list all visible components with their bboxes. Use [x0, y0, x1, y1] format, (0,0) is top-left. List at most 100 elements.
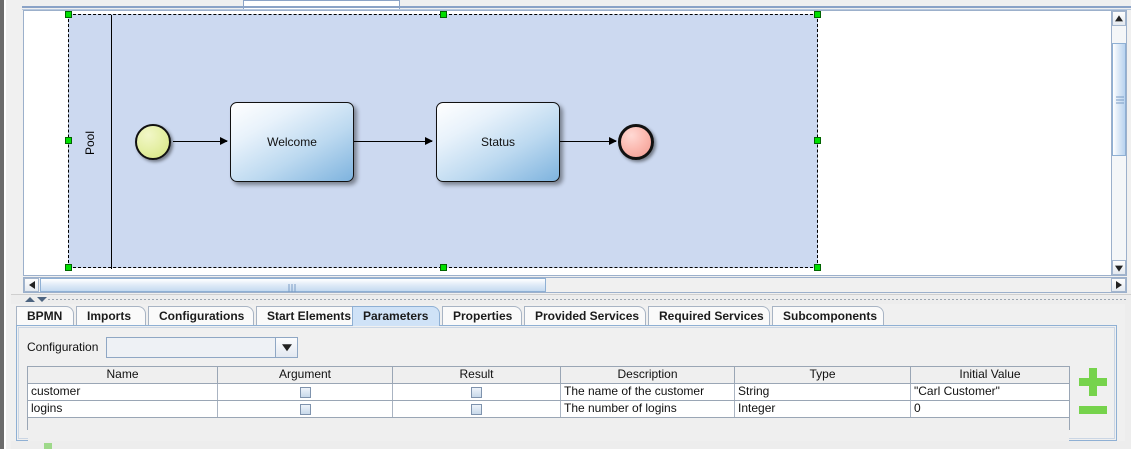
divider-grip-dots	[47, 298, 1127, 301]
editor-top-border-inner	[22, 9, 1131, 10]
bpmn-end-event[interactable]	[618, 124, 654, 160]
selection-handle-bottom-center[interactable]	[440, 264, 447, 271]
column-header-name[interactable]: Name	[28, 367, 218, 383]
configuration-combobox[interactable]	[106, 336, 299, 358]
window-border-gutter	[6, 0, 11, 449]
scroll-right-button[interactable]	[1111, 278, 1126, 292]
cell-result[interactable]	[393, 384, 561, 400]
table-row[interactable]: customer The name of the customer String…	[28, 384, 1069, 401]
configuration-label: Configuration	[27, 340, 99, 354]
tab-required-services[interactable]: Required Services	[648, 306, 770, 326]
selection-handle-bottom-left[interactable]	[65, 264, 72, 271]
tab-bpmn[interactable]: BPMN	[16, 306, 74, 326]
collapse-down-icon[interactable]	[37, 297, 47, 302]
collapse-up-icon[interactable]	[25, 297, 35, 302]
configuration-row: Configuration	[27, 336, 299, 358]
argument-checkbox[interactable]	[299, 403, 311, 415]
pool-lane-divider	[111, 15, 112, 269]
scroll-grip-icon-horizontal	[288, 281, 298, 292]
cell-initial-value[interactable]: 0	[914, 401, 921, 415]
cell-type[interactable]: String	[735, 384, 911, 400]
editor-tab-bar[interactable]: BPMN Imports Configurations Start Elemen…	[16, 306, 1116, 326]
configuration-value[interactable]	[107, 337, 276, 357]
split-pane-divider[interactable]	[11, 294, 1131, 304]
bpmn-start-event[interactable]	[135, 124, 171, 160]
tab-required-services-label: Required Services	[659, 309, 764, 323]
cell-initial-value[interactable]: "Carl Customer"	[914, 384, 1000, 398]
parameters-table-header: Name Argument Result Description Type In…	[28, 367, 1069, 384]
tab-imports[interactable]: Imports	[76, 306, 146, 326]
scroll-down-button[interactable]	[1112, 260, 1126, 275]
tab-start-elements[interactable]: Start Elements	[256, 306, 366, 326]
result-checkbox[interactable]	[471, 403, 482, 415]
triangle-left-icon	[28, 281, 35, 289]
editor-tab-stub[interactable]	[243, 0, 400, 9]
cell-type[interactable]: Integer	[735, 401, 911, 417]
cell-description[interactable]: The number of logins	[561, 401, 735, 417]
tab-configurations[interactable]: Configurations	[148, 306, 254, 326]
plus-icon-vertical	[1089, 368, 1097, 396]
column-header-type[interactable]: Type	[735, 367, 911, 383]
diagram-editor-panel: Pool Welcome Status	[11, 0, 1131, 293]
scroll-up-button[interactable]	[1112, 11, 1126, 26]
scroll-grip-icon	[1116, 96, 1124, 103]
canvas-vertical-scrollbar[interactable]	[1111, 10, 1127, 276]
triangle-right-icon	[1115, 281, 1122, 289]
sequence-flow-status-to-end	[560, 137, 617, 145]
status-strip	[11, 441, 1131, 449]
tab-subcomponents-label: Subcomponents	[783, 309, 878, 323]
diagram-canvas[interactable]: Pool Welcome Status	[23, 10, 1117, 276]
triangle-down-icon	[1115, 265, 1123, 272]
add-parameter-button[interactable]	[1079, 368, 1107, 396]
diagram-canvas-surface[interactable]: Pool Welcome Status	[24, 11, 1116, 275]
tab-provided-services-label: Provided Services	[535, 309, 640, 323]
canvas-horizontal-scrollbar[interactable]	[23, 277, 1127, 293]
chevron-down-icon	[281, 344, 292, 352]
tab-parameters[interactable]: Parameters	[352, 306, 440, 326]
selection-handle-middle-right[interactable]	[814, 137, 821, 144]
bpmn-task-welcome[interactable]: Welcome	[230, 102, 354, 182]
status-indicator	[44, 443, 52, 449]
tab-imports-label: Imports	[87, 309, 132, 323]
result-checkbox[interactable]	[471, 386, 482, 398]
parameters-panel-inner: Configuration Name Argument Result Descr…	[18, 327, 1115, 448]
cell-description[interactable]: The name of the customer	[561, 384, 735, 400]
tab-start-elements-label: Start Elements	[267, 309, 352, 323]
scroll-left-button[interactable]	[24, 278, 39, 292]
tab-parameters-label: Parameters	[363, 309, 429, 323]
pool-label: Pool	[83, 130, 97, 156]
argument-checkbox[interactable]	[299, 386, 311, 398]
column-header-initial-value[interactable]: Initial Value	[911, 367, 1069, 383]
column-header-argument[interactable]: Argument	[218, 367, 393, 383]
cell-name[interactable]: logins	[28, 401, 218, 417]
cell-argument[interactable]	[218, 401, 393, 417]
column-header-description[interactable]: Description	[561, 367, 735, 383]
sequence-flow-welcome-to-status	[354, 137, 433, 145]
window-border-left-inner	[4, 0, 6, 449]
tab-properties[interactable]: Properties	[442, 306, 522, 326]
bpmn-task-status[interactable]: Status	[436, 102, 560, 182]
remove-parameter-button[interactable]	[1079, 406, 1107, 414]
selection-handle-middle-left[interactable]	[65, 137, 72, 144]
selection-handle-bottom-right[interactable]	[814, 264, 821, 271]
cell-name[interactable]: customer	[28, 384, 218, 400]
tab-subcomponents[interactable]: Subcomponents	[772, 306, 884, 326]
canvas-horizontal-scroll-thumb[interactable]	[40, 278, 546, 292]
canvas-vertical-scroll-thumb[interactable]	[1112, 43, 1126, 156]
selection-handle-top-right[interactable]	[814, 11, 821, 18]
triangle-up-icon	[1115, 14, 1123, 21]
tab-configurations-label: Configurations	[159, 309, 245, 323]
selection-handle-top-center[interactable]	[440, 11, 447, 18]
table-row[interactable]: logins The number of logins Integer 0	[28, 401, 1069, 418]
parameters-panel: Configuration Name Argument Result Descr…	[16, 325, 1117, 448]
window-border-left	[0, 0, 4, 449]
parameters-table[interactable]: Name Argument Result Description Type In…	[27, 366, 1070, 448]
selection-handle-top-left[interactable]	[65, 11, 72, 18]
configuration-dropdown-button[interactable]	[275, 337, 298, 357]
cell-argument[interactable]	[218, 384, 393, 400]
editor-top-border	[22, 6, 1131, 8]
tab-provided-services[interactable]: Provided Services	[524, 306, 646, 326]
cell-result[interactable]	[393, 401, 561, 417]
column-header-result[interactable]: Result	[393, 367, 561, 383]
